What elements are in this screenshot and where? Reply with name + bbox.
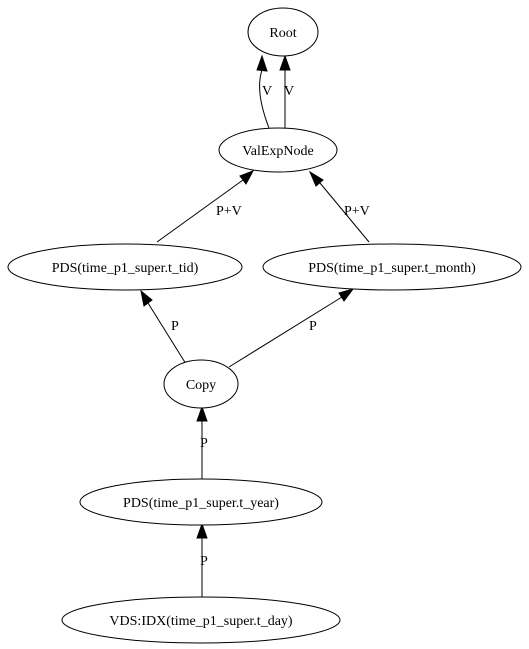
edge-year-copy: P <box>196 405 208 479</box>
node-label-vds-day: VDS:IDX(time_p1_super.t_day) <box>109 614 292 629</box>
edge-label-copy-month-p: P <box>309 319 317 334</box>
node-label-pds-tid: PDS(time_p1_super.t_tid) <box>52 261 199 276</box>
node-copy: Copy <box>163 359 239 409</box>
node-root: Root <box>247 7 319 57</box>
node-label-pds-year: PDS(time_p1_super.t_year) <box>123 496 279 511</box>
edge-day-year: P <box>196 522 208 597</box>
node-label-copy: Copy <box>186 378 216 393</box>
node-vds-day: VDS:IDX(time_p1_super.t_day) <box>61 596 341 644</box>
edge-label-v-left: V <box>262 84 272 99</box>
node-valexpnode: ValExpNode <box>218 127 338 173</box>
edge-copy-month: P <box>228 288 355 368</box>
edge-label-tid-pv: P+V <box>216 204 242 219</box>
node-pds-month: PDS(time_p1_super.t_month) <box>262 243 522 291</box>
edge-valexpnode-root-left: V <box>256 54 272 129</box>
node-label-root: Root <box>269 26 296 41</box>
edge-label-month-pv: P+V <box>344 204 370 219</box>
edge-month-valexpnode: P+V <box>308 170 370 243</box>
node-pds-year: PDS(time_p1_super.t_year) <box>79 478 323 526</box>
edge-tid-valexpnode: P+V <box>156 170 255 243</box>
node-pds-tid: PDS(time_p1_super.t_tid) <box>7 243 243 291</box>
edge-label-v-right: V <box>284 84 294 99</box>
edge-valexpnode-root-right: V <box>279 54 294 128</box>
edge-label-day-year-p: P <box>200 554 208 569</box>
edge-label-copy-tid-p: P <box>171 319 179 334</box>
edge-copy-tid: P <box>140 289 187 365</box>
node-label-valexpnode: ValExpNode <box>242 144 314 159</box>
node-label-pds-month: PDS(time_p1_super.t_month) <box>308 261 476 276</box>
edge-label-year-copy-p: P <box>200 436 208 451</box>
